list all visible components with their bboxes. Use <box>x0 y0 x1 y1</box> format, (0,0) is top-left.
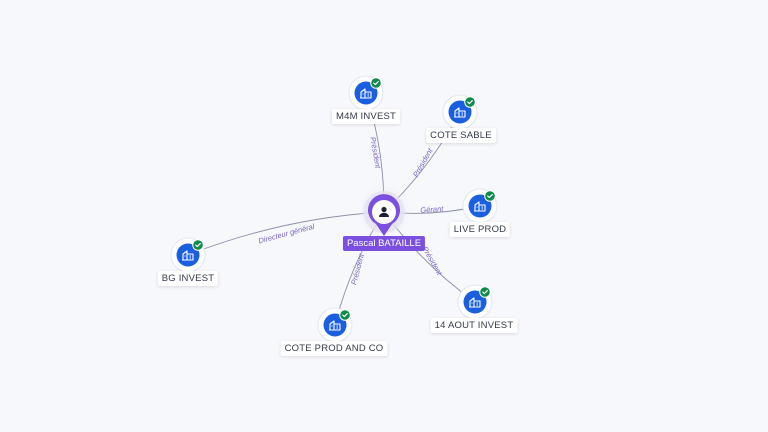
person-name-label[interactable]: Pascal BATAILLE <box>342 236 426 251</box>
company-name-label[interactable]: COTE PROD AND CO <box>280 341 388 356</box>
edge-role-label: Président <box>411 146 435 179</box>
company-name-label[interactable]: BG INVEST <box>157 271 219 286</box>
edge-role-label: Président <box>368 136 383 170</box>
person-node[interactable] <box>356 184 412 240</box>
company-name-label[interactable]: M4M INVEST <box>331 109 401 124</box>
company-node-bg-invest[interactable] <box>170 237 206 273</box>
building-icon <box>463 290 487 314</box>
company-node-cote-prod[interactable] <box>317 307 353 343</box>
check-badge-icon <box>465 97 475 107</box>
company-node-m4m[interactable] <box>348 75 384 111</box>
edge-role-label: Président <box>349 252 366 286</box>
person-icon <box>379 206 389 217</box>
company-name-label[interactable]: 14 AOUT INVEST <box>430 318 518 333</box>
building-icon <box>354 81 378 105</box>
check-badge-icon <box>193 240 203 250</box>
company-node-live-prod[interactable] <box>462 188 498 224</box>
company-node-cote-sable[interactable] <box>442 94 478 130</box>
company-name-label[interactable]: LIVE PROD <box>449 222 511 237</box>
check-badge-icon <box>371 78 381 88</box>
edge-role-label: Gérant <box>420 204 444 215</box>
building-icon <box>323 313 347 337</box>
check-badge-icon <box>340 310 350 320</box>
building-icon <box>176 243 200 267</box>
company-node-14-aout[interactable] <box>457 284 493 320</box>
check-badge-icon <box>485 191 495 201</box>
building-icon <box>468 194 492 218</box>
check-badge-icon <box>480 287 490 297</box>
company-name-label[interactable]: COTE SABLE <box>426 128 496 143</box>
building-icon <box>448 100 472 124</box>
